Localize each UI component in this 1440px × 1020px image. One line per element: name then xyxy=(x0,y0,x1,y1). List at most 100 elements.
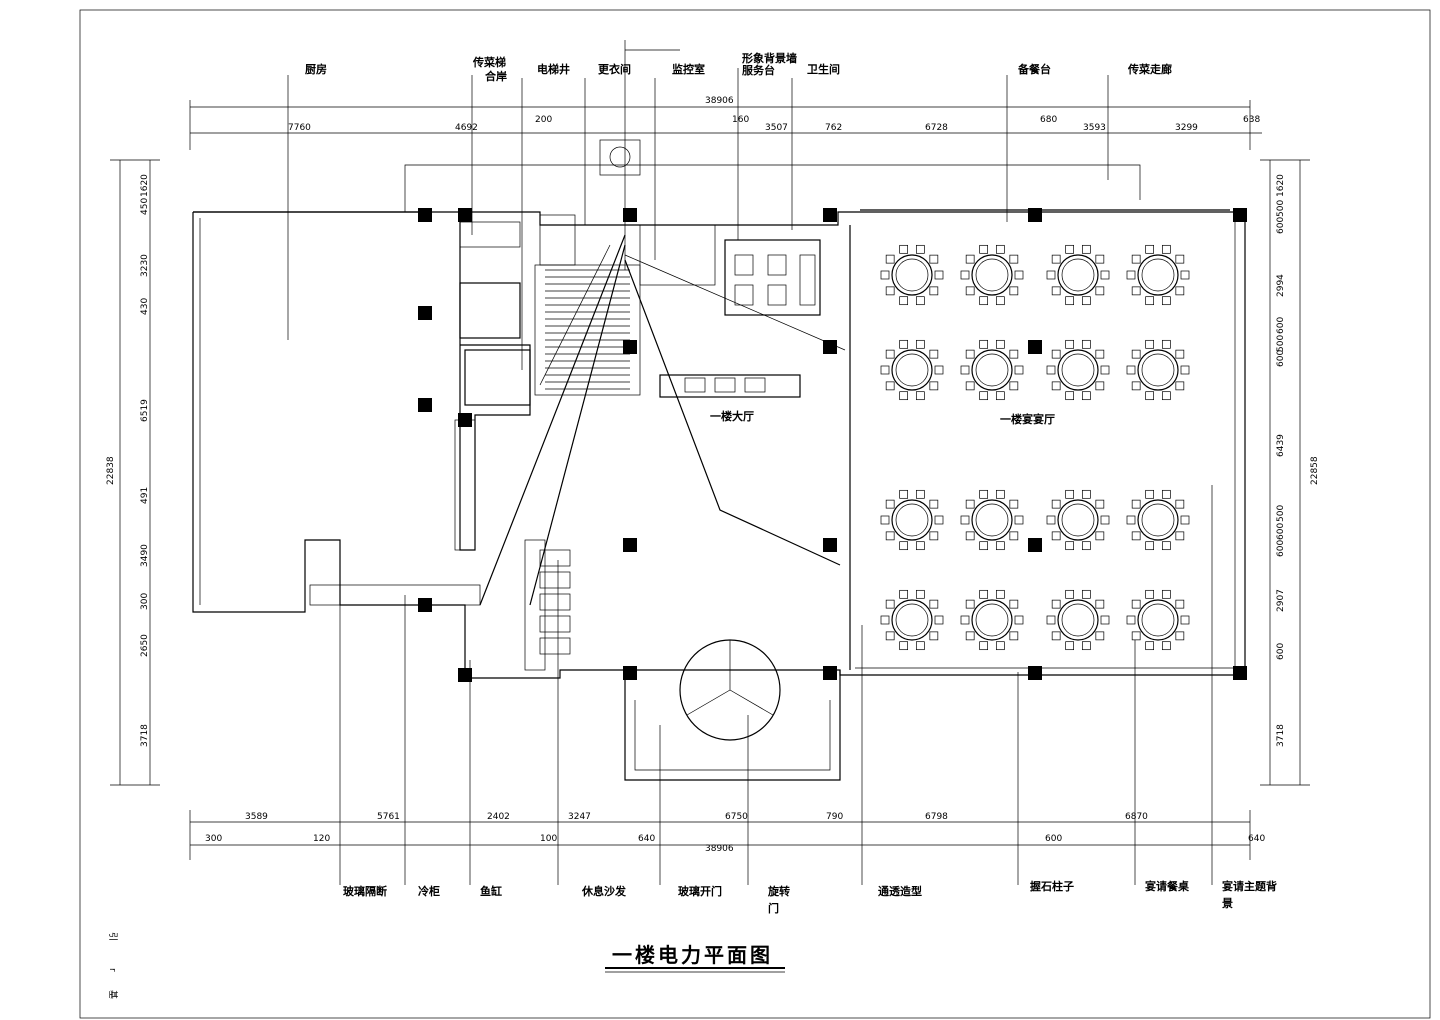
chair xyxy=(1131,286,1141,296)
chair xyxy=(965,531,975,541)
bottom-segment-dimensions: 3589 5761 2402 3247 6750 790 6798 6870 3… xyxy=(205,812,1265,844)
right-dim-text: 600 xyxy=(1276,540,1286,557)
round-table xyxy=(880,244,944,306)
column-marker xyxy=(823,208,837,222)
chair xyxy=(965,286,975,296)
chair xyxy=(1161,244,1171,254)
svg-text:5761: 5761 xyxy=(377,812,400,822)
chair xyxy=(1051,599,1061,609)
round-table xyxy=(1046,244,1110,306)
svg-text:3299: 3299 xyxy=(1175,123,1198,133)
chair xyxy=(915,589,925,599)
column-marker xyxy=(623,666,637,680)
chair xyxy=(979,589,989,599)
right-dim-text: 2994 xyxy=(1276,274,1286,297)
chair xyxy=(1051,631,1061,641)
label-leader-lines xyxy=(287,68,1213,885)
chair xyxy=(1095,531,1105,541)
chair xyxy=(1051,381,1061,391)
column-marker xyxy=(1028,538,1042,552)
chair xyxy=(1051,286,1061,296)
svg-text:3507: 3507 xyxy=(765,123,788,133)
label-lobby: 一楼大厅 xyxy=(710,409,754,423)
left-dim-text: 450 xyxy=(140,198,150,215)
chair xyxy=(1145,489,1155,499)
side-dimension-lines xyxy=(110,159,1310,786)
svg-text:6750: 6750 xyxy=(725,812,748,822)
chair xyxy=(1009,599,1019,609)
bottom-labels: 玻璃隔断 冷柜 鱼缸 休息沙发 玻璃开门 旋转 门 通透造型 握石柱子 宴请餐桌… xyxy=(343,879,1277,915)
chair xyxy=(965,599,975,609)
svg-text:640: 640 xyxy=(1248,834,1265,844)
chair xyxy=(915,296,925,306)
chair xyxy=(1161,541,1171,551)
chair xyxy=(960,270,970,280)
chair xyxy=(880,270,890,280)
column-marker xyxy=(823,538,837,552)
chair xyxy=(1180,365,1190,375)
column-marker xyxy=(823,340,837,354)
chair xyxy=(1095,254,1105,264)
chair xyxy=(995,339,1005,349)
chair xyxy=(899,589,909,599)
chair xyxy=(1131,349,1141,359)
chair xyxy=(1065,391,1075,401)
round-table xyxy=(960,339,1024,401)
label-theme-background: 宴请主题背 xyxy=(1222,879,1277,893)
round-table xyxy=(880,589,944,651)
chair xyxy=(915,391,925,401)
chair xyxy=(1009,381,1019,391)
chair xyxy=(1175,381,1185,391)
right-dim-text: 500 xyxy=(1276,335,1286,352)
chair xyxy=(1161,339,1171,349)
column-marker xyxy=(458,413,472,427)
chair xyxy=(1095,349,1105,359)
chair xyxy=(1009,499,1019,509)
chair xyxy=(1095,286,1105,296)
chair xyxy=(1175,254,1185,264)
chair xyxy=(960,615,970,625)
right-dim-text: 1620 xyxy=(1276,174,1286,197)
column-marker xyxy=(458,208,472,222)
chair xyxy=(899,391,909,401)
chair xyxy=(1175,499,1185,509)
svg-text:160: 160 xyxy=(732,115,749,125)
label-fish-tank: 鱼缸 xyxy=(480,884,502,898)
column-marker xyxy=(1233,666,1247,680)
chair xyxy=(1065,589,1075,599)
chair xyxy=(1046,365,1056,375)
left-dim-text: 2650 xyxy=(140,634,150,657)
chair xyxy=(995,244,1005,254)
chair xyxy=(1065,489,1075,499)
chair xyxy=(915,641,925,651)
label-serving-corridor: 传菜走廊 xyxy=(1127,62,1172,76)
svg-text:7760: 7760 xyxy=(288,123,311,133)
chair xyxy=(885,254,895,264)
column-marker xyxy=(418,598,432,612)
chair xyxy=(1175,531,1185,541)
right-dim-text: 600 xyxy=(1276,523,1286,540)
label-door: 门 xyxy=(768,901,779,915)
exterior-walls xyxy=(192,164,1246,679)
chair xyxy=(1161,296,1171,306)
chair xyxy=(1095,599,1105,609)
chair xyxy=(979,296,989,306)
column-marker xyxy=(1028,340,1042,354)
chair xyxy=(929,349,939,359)
svg-text:2402: 2402 xyxy=(487,812,510,822)
chair xyxy=(880,365,890,375)
label-see-through-feature: 通透造型 xyxy=(878,884,922,898)
chair xyxy=(915,541,925,551)
label-stone-columns: 握石柱子 xyxy=(1030,879,1074,893)
chair xyxy=(1145,641,1155,651)
label-theme-background-2: 景 xyxy=(1221,897,1233,910)
column-marker xyxy=(1028,208,1042,222)
chair xyxy=(1095,499,1105,509)
chair xyxy=(1126,270,1136,280)
column-marker xyxy=(1233,208,1247,222)
left-dim-text: 1620 xyxy=(140,174,150,197)
chair xyxy=(1126,515,1136,525)
chair xyxy=(1145,296,1155,306)
